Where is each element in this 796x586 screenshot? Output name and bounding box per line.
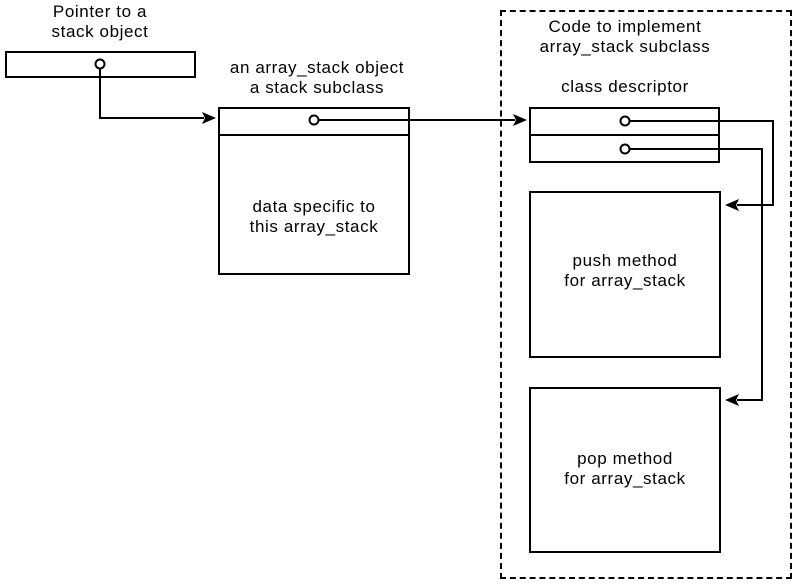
descriptor-slot-pop [531,136,718,161]
array-stack-object-box [218,107,410,275]
descriptor-slot-push [531,109,718,136]
code-region-label: Code to implement array_stack subclass [539,17,711,56]
class-descriptor-label: class descriptor [561,77,689,96]
array-stack-header-cell [220,109,408,136]
code-region-dashed-border [500,10,792,579]
array-stack-object-label: an array_stack object a stack subclass [229,58,405,97]
pointer-box-label: Pointer to a stack object [51,2,149,41]
stack-pointer-box [5,51,196,78]
pop-method-box [529,387,721,553]
pop-method-label: pop method for array_stack [564,449,686,488]
class-descriptor-box [529,107,720,163]
push-method-label: push method for array_stack [564,251,686,290]
array-stack-data-label: data specific to this array_stack [249,197,379,236]
